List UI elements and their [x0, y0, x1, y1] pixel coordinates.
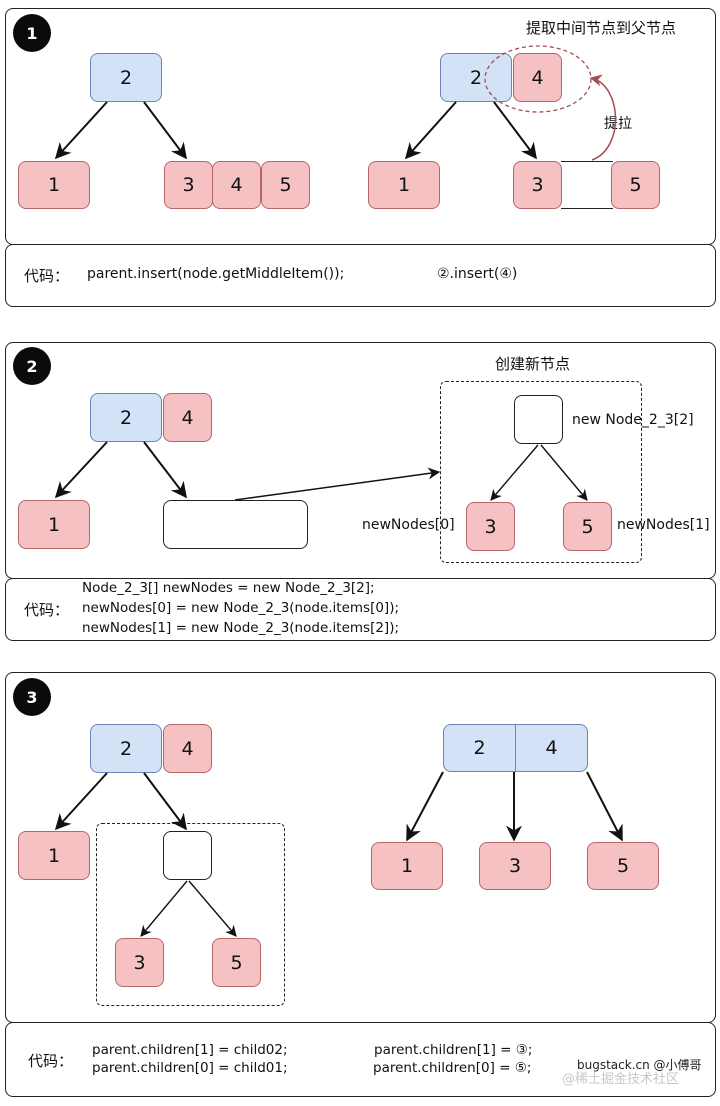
step2-new-parent-node	[514, 395, 563, 444]
step2-badge: 2	[13, 347, 51, 385]
step3-code-left-line-2: parent.children[0] = child01;	[92, 1060, 288, 1076]
step3-code-right-line-2: parent.children[0] = ⑤;	[373, 1060, 532, 1076]
step3-right-child-node-1: 1	[371, 842, 443, 890]
step3-code-left-line-1: parent.children[1] = child02;	[92, 1042, 288, 1058]
step3-code-right-line-1: parent.children[1] = ③;	[374, 1042, 533, 1058]
step3-sub-parent-node	[163, 831, 212, 880]
step1-right-child-node-5: 5	[611, 161, 660, 209]
step1-badge: 1	[13, 14, 51, 52]
step2-child-node-1: 1	[18, 500, 90, 549]
step2-code-line-2: newNodes[0] = new Node_2_3(node.items[0]…	[82, 600, 400, 616]
step3-right-root-node-4: 4	[515, 724, 588, 772]
step2-root-extra-node-4: 4	[163, 393, 212, 442]
step2-new-node-group	[440, 381, 642, 563]
step1-left-root-node: 2	[90, 53, 162, 102]
step1-code-label: 代码：	[24, 267, 70, 285]
step1-right-extracted-node-4: 4	[513, 53, 562, 102]
step3-subtree-group	[96, 823, 285, 1006]
step2-title: 创建新节点	[495, 355, 571, 373]
step3-right-child-node-5: 5	[587, 842, 659, 890]
step3-sub-child-node-5: 5	[212, 938, 261, 987]
step2-root-node: 2	[90, 393, 162, 442]
step2-code-label: 代码：	[24, 601, 70, 619]
step1-title: 提取中间节点到父节点	[526, 19, 677, 37]
step2-new-node-label: new Node_2_3[2]	[572, 412, 694, 428]
step1-right-child-node-1: 1	[368, 161, 440, 209]
step2-code-panel	[5, 578, 716, 641]
step1-right-child-node-3: 3	[513, 161, 562, 209]
step1-left-child-node-4: 4	[212, 161, 261, 209]
step1-code-panel	[5, 244, 716, 307]
step3-left-child-node-1: 1	[18, 831, 90, 880]
step1-code: parent.insert(node.getMiddleItem());	[87, 266, 345, 282]
step1-pull-label: 提拉	[604, 116, 632, 132]
step3-right-root-node-2: 2	[443, 724, 516, 772]
step2-left-child-label: newNodes[0]	[362, 517, 455, 533]
step1-code-note: ②.insert(④)	[437, 266, 518, 282]
step2-right-child-label: newNodes[1]	[617, 517, 710, 533]
step3-right-child-node-3: 3	[479, 842, 551, 890]
step2-new-child-node-3: 3	[466, 502, 515, 551]
step3-sub-child-node-3: 3	[115, 938, 164, 987]
step2-empty-node	[163, 500, 308, 549]
step1-right-empty-slot	[561, 161, 613, 209]
step3-badge: 3	[13, 678, 51, 716]
step3-left-root-node: 2	[90, 724, 162, 773]
step3-left-root-extra-node-4: 4	[163, 724, 212, 773]
step2-new-child-node-5: 5	[563, 502, 612, 551]
step1-left-child-node-3: 3	[164, 161, 213, 209]
step1-left-child-node-5: 5	[261, 161, 310, 209]
step2-code-line-1: Node_2_3[] newNodes = new Node_2_3[2];	[82, 580, 375, 596]
step3-code-panel	[5, 1022, 716, 1097]
step1-left-child-node-1: 1	[18, 161, 90, 209]
step1-right-root-node: 2	[440, 53, 512, 102]
watermark-site: @稀土掘金技术社区	[562, 1072, 680, 1087]
step2-code-line-3: newNodes[1] = new Node_2_3(node.items[2]…	[82, 620, 400, 636]
step3-code-label: 代码：	[28, 1052, 74, 1070]
watermark-author: bugstack.cn @小傅哥	[577, 1058, 702, 1072]
